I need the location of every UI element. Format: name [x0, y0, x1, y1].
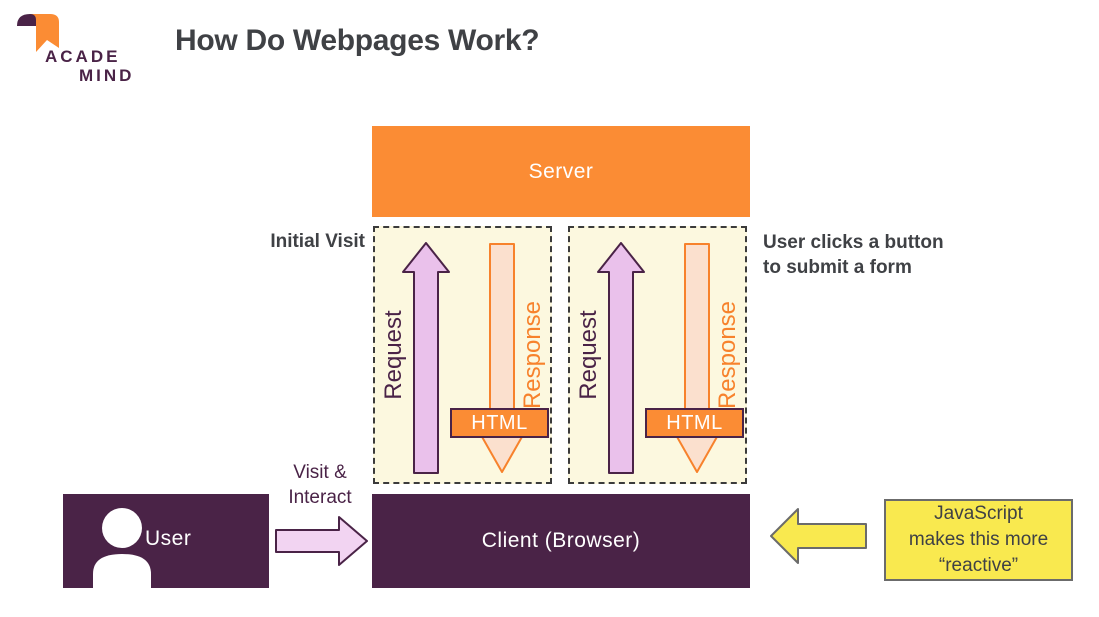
html-label: HTML [471, 411, 528, 434]
response-label: Response [714, 300, 741, 410]
user-label: User [145, 527, 192, 550]
server-label: Server [528, 159, 594, 183]
logo-ribbon-icon [17, 14, 59, 52]
request-label: Request [575, 310, 602, 400]
page-title: How Do Webpages Work? [175, 24, 540, 57]
request-arrow-icon [597, 242, 645, 474]
initial-visit-label: Initial Visit [270, 231, 365, 252]
javascript-note-text: JavaScript makes this more “reactive” [908, 503, 1049, 576]
request-label: Request [380, 310, 407, 400]
user-icon [93, 508, 151, 588]
academind-logo: ACADE MIND [12, 6, 162, 86]
brand-text-top: ACADE [45, 47, 121, 66]
html-label: HTML [666, 411, 723, 434]
flow-box-initial-visit: Request Response HTML [373, 226, 552, 484]
brand-text-bottom: MIND [79, 66, 135, 85]
client-label: Client (Browser) [481, 529, 641, 552]
javascript-arrow-icon [770, 508, 867, 564]
user-clicks-label: User clicks a button to submit a form [763, 232, 944, 278]
server-box: Server [372, 126, 750, 217]
visit-interact-arrow-icon [275, 516, 368, 566]
html-chip: HTML [450, 408, 549, 438]
visit-interact-label: Visit & Interact [288, 462, 352, 508]
response-label: Response [519, 300, 546, 410]
client-box: Client (Browser) [372, 494, 750, 588]
request-arrow-icon [402, 242, 450, 474]
html-chip: HTML [645, 408, 744, 438]
flow-box-form-submit: Request Response HTML [568, 226, 747, 484]
user-box: User [63, 494, 269, 588]
javascript-note-box: JavaScript makes this more “reactive” [884, 499, 1073, 581]
